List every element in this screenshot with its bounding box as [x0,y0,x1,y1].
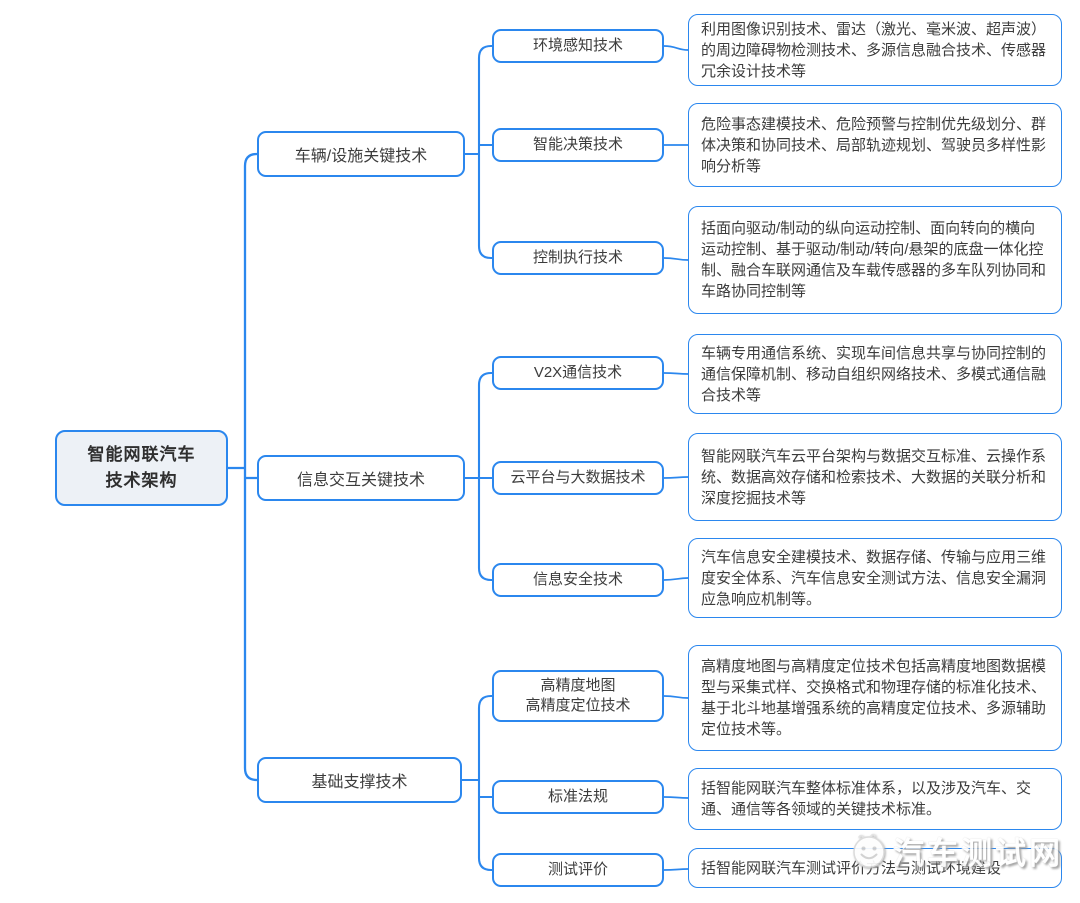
desc-box-information-security: 汽车信息安全建模技术、数据存储、传输与应用三维度安全体系、汽车信息安全测试方法、… [688,538,1062,618]
desc-box-v2x-communication: 车辆专用通信系统、实现车间信息共享与协同控制的通信保障机制、移动自组织网络技术、… [688,334,1062,414]
subtopic-node-environment-perception: 环境感知技术 [492,29,664,63]
desc-box-control-execution: 括面向驱动/制动的纵向运动控制、面向转向的横向运动控制、基于驱动/制动/转向/悬… [688,206,1062,314]
desc-box-cloud-bigdata: 智能网联汽车云平台架构与数据交互标准、云操作系统、数据高效存储和检索技术、大数据… [688,433,1062,521]
desc-box-hd-map-positioning: 高精度地图与高精度定位技术包括高精度地图数据模型与采集式样、交换格式和物理存储的… [688,645,1062,751]
subtopic-node-control-execution: 控制执行技术 [492,241,664,275]
subtopic-node-cloud-bigdata: 云平台与大数据技术 [492,461,664,495]
subtopic-node-hd-map-positioning: 高精度地图 高精度定位技术 [492,670,664,722]
desc-box-intelligent-decision: 危险事态建模技术、危险预警与控制优先级划分、群体决策和协同技术、局部轨迹规划、驾… [688,103,1062,187]
root-topic-node: 智能网联汽车 技术架构 [55,430,228,506]
desc-box-testing-evaluation: 括智能网联汽车测试评价方法与测试环境建设 [688,848,1062,888]
subtopic-node-intelligent-decision: 智能决策技术 [492,128,664,162]
branch-node-foundation-support: 基础支撑技术 [257,757,462,803]
subtopic-node-information-security: 信息安全技术 [492,563,664,597]
subtopic-node-testing-evaluation: 测试评价 [492,853,664,887]
desc-box-environment-perception: 利用图像识别技术、雷达（激光、毫米波、超声波）的周边障碍物检测技术、多源信息融合… [688,14,1062,86]
branch-node-information-interaction: 信息交互关键技术 [257,455,465,501]
subtopic-node-v2x-communication: V2X通信技术 [492,356,664,390]
subtopic-node-standards-regulations: 标准法规 [492,780,664,814]
branch-node-vehicle-infrastructure: 车辆/设施关键技术 [257,131,465,177]
desc-box-standards-regulations: 括智能网联汽车整体标准体系，以及涉及汽车、交通、通信等各领域的关键技术标准。 [688,768,1062,830]
